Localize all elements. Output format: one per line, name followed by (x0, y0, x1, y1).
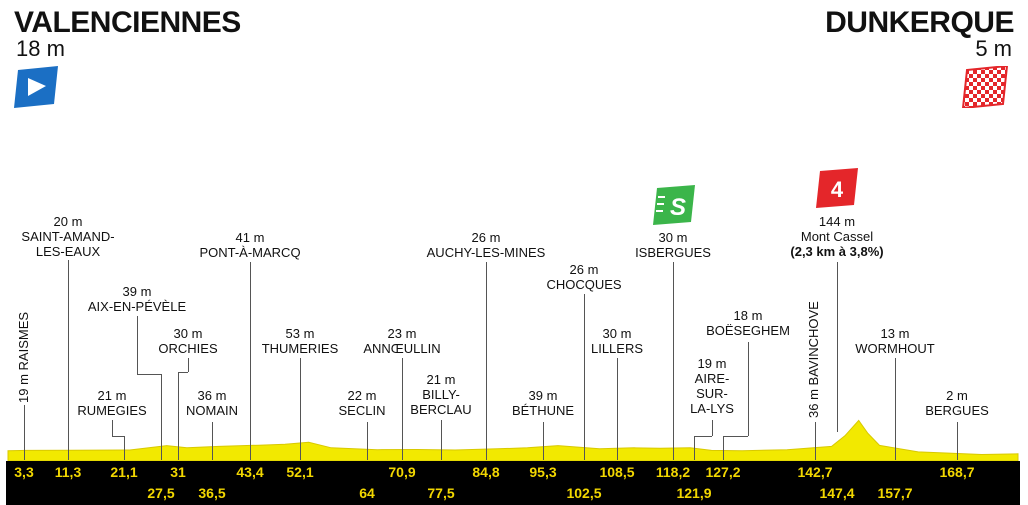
waypoint-line (212, 422, 213, 460)
start-city: VALENCIENNES (14, 6, 241, 39)
km-label: 108,5 (599, 464, 635, 480)
km-label: 118,2 (655, 464, 691, 480)
waypoint-line (402, 358, 403, 460)
finish-city: DUNKERQUE (825, 6, 1014, 39)
km-label: 27,5 (147, 485, 175, 501)
waypoint-line (124, 436, 125, 460)
waypoint-line (178, 372, 179, 460)
waypoint-line (723, 436, 724, 460)
km-label: 95,3 (529, 464, 557, 480)
start-flag-icon (14, 66, 58, 108)
finish-flag-icon (961, 66, 1009, 108)
km-label: 31 (170, 464, 186, 480)
km-label: 36,5 (198, 485, 226, 501)
km-label: 52,1 (286, 464, 314, 480)
waypoint-line (673, 262, 674, 460)
km-label: 121,9 (676, 485, 712, 501)
waypoint-line (486, 262, 487, 460)
distance-axis-bar (6, 461, 1020, 481)
sprint-icon: S (653, 185, 695, 225)
km-label: 64 (359, 485, 375, 501)
waypoint-bavinchove: 36 m BAVINCHOVE (806, 301, 821, 418)
climb-category-icon: 4 (816, 168, 858, 208)
waypoint-line (617, 358, 618, 460)
waypoint-raismes: 19 m RAISMES (16, 311, 31, 403)
km-label: 21,1 (110, 464, 138, 480)
distance-axis-bar-lower (6, 481, 1020, 505)
waypoint-line (837, 262, 838, 432)
km-label: 102,5 (566, 485, 602, 501)
waypoint-line (24, 405, 25, 460)
waypoint-line (367, 422, 368, 460)
km-label: 11,3 (54, 464, 82, 480)
waypoint-line (895, 358, 896, 460)
waypoint-line (161, 374, 162, 460)
km-label: 43,4 (236, 464, 264, 480)
waypoint-line (543, 422, 544, 460)
km-label: 84,8 (472, 464, 500, 480)
climb-category: 4 (831, 177, 844, 202)
waypoint-line (250, 262, 251, 460)
waypoint-line (957, 422, 958, 460)
finish-altitude: 5 m (975, 36, 1012, 61)
km-label: 147,4 (819, 485, 855, 501)
km-label: 3,3 (14, 464, 34, 480)
km-label: 77,5 (427, 485, 455, 501)
waypoint-line (815, 422, 816, 460)
start-altitude: 18 m (16, 36, 65, 61)
km-label: 142,7 (797, 464, 833, 480)
waypoint-line (441, 420, 442, 460)
km-label: 157,7 (877, 485, 913, 501)
elevation-area (7, 419, 1019, 462)
waypoint-line (68, 260, 69, 460)
sprint-label: S (670, 194, 686, 221)
km-label: 168,7 (939, 464, 975, 480)
waypoint-line (584, 294, 585, 460)
waypoint-line (694, 436, 695, 460)
km-label: 70,9 (388, 464, 416, 480)
km-label: 127,2 (705, 464, 741, 480)
waypoint-line (300, 358, 301, 460)
